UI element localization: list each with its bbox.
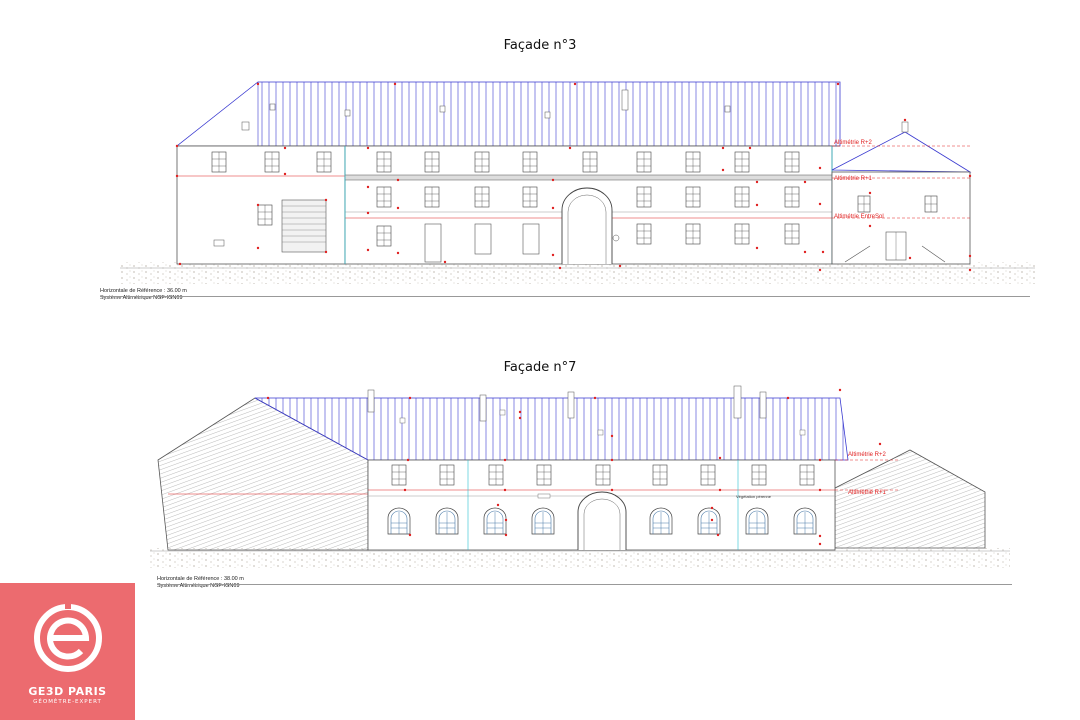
- facade-7-altimetric-system: Système Altimétrique NGF-IGN69: [157, 583, 240, 589]
- company-name: GE3D PARIS: [28, 685, 107, 698]
- facade-3-level-entresol: Altimétrie EntreSol: [834, 214, 884, 220]
- facade-7-level-r2: Altimétrie R+2: [848, 452, 887, 458]
- facade-3-level-r2: Altimétrie R+2: [834, 140, 873, 146]
- facade-7-drawing: Altimétrie R+2 Altimétrie R+1 Végétation…: [150, 385, 1010, 568]
- facade-3-reference-height: Horizontale de Référence : 36.00 m: [100, 288, 187, 294]
- facade-7-title: Façade n°7: [503, 360, 577, 375]
- facade-3-level-r1: Altimétrie R+1: [834, 176, 873, 182]
- facade-3-reference: Horizontale de Référence : 36.00 m Systè…: [100, 288, 187, 302]
- facade-3-drawing: Altimétrie R+2 Altimétrie R+1 Altimétrie…: [120, 81, 1035, 284]
- facade-7-reference-height: Horizontale de Référence : 38.00 m: [157, 576, 244, 582]
- facade-3-baseline: [100, 296, 1030, 297]
- facade-3-title: Façade n°3: [503, 38, 577, 53]
- facade-7-baseline: [157, 584, 1012, 585]
- ge3d-emblem-icon: [34, 595, 102, 672]
- facade-7-vegetation-note: Végétation pérenne: [736, 494, 772, 499]
- facade-7-reference: Horizontale de Référence : 38.00 m Systè…: [157, 576, 244, 590]
- facade-3-altimetric-system: Système Altimétrique NGF-IGN69: [100, 295, 183, 301]
- company-logo: GE3D PARIS GÉOMÈTRE-EXPERT: [0, 583, 135, 720]
- facade-7-level-r1: Altimétrie R+1: [848, 490, 887, 496]
- company-tagline: GÉOMÈTRE-EXPERT: [33, 699, 102, 705]
